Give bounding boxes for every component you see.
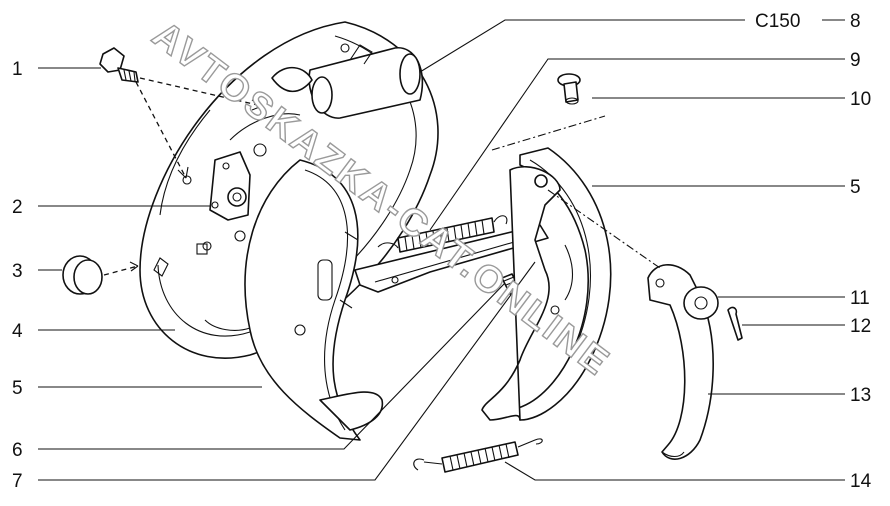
rubber-plug <box>62 255 103 295</box>
washer <box>683 286 719 320</box>
callout-4: 4 <box>12 321 23 342</box>
callout-1: 1 <box>12 59 23 80</box>
callout-3: 3 <box>12 261 23 282</box>
retaining-pin <box>557 73 581 105</box>
upper-return-spring <box>377 215 508 253</box>
callout-14: 14 <box>850 471 872 492</box>
right-brake-shoe <box>481 147 612 421</box>
left-brake-shoe <box>244 159 384 441</box>
wheel-cylinder <box>271 43 424 119</box>
callout-5-right: 5 <box>850 177 861 198</box>
callout-11: 11 <box>850 288 870 309</box>
callout-7: 7 <box>12 471 23 492</box>
callout-12: 12 <box>850 316 871 337</box>
leader-lines <box>38 19 845 481</box>
callout-6: 6 <box>12 440 23 461</box>
center-lines <box>491 115 661 269</box>
callout-8-code: C150 <box>755 11 800 32</box>
assembly-arrows <box>103 77 263 276</box>
anchor-bracket <box>209 151 251 221</box>
split-pin <box>727 306 743 341</box>
callout-10: 10 <box>850 89 871 110</box>
callout-2: 2 <box>12 197 23 218</box>
callout-13: 13 <box>850 385 871 406</box>
callout-5-left: 5 <box>12 378 23 399</box>
callout-8: 8 <box>850 11 861 32</box>
callout-labels: 1 2 3 4 5 6 7 C150 8 9 10 5 11 12 13 14 <box>12 11 872 492</box>
callout-9: 9 <box>850 50 861 71</box>
lower-return-spring <box>413 438 543 473</box>
bolt <box>99 47 139 83</box>
